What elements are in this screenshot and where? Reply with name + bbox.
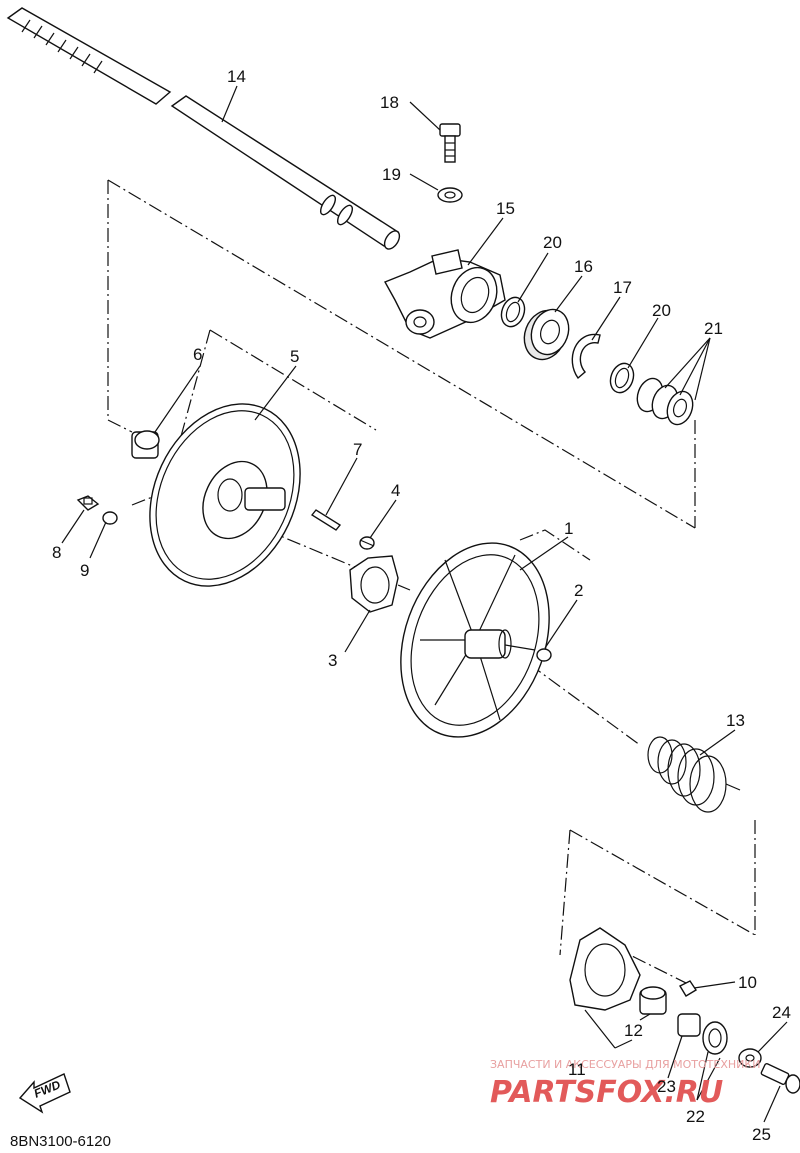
label-16: 16 bbox=[574, 257, 593, 276]
label-17: 17 bbox=[613, 278, 632, 297]
fixed-sheave-5 bbox=[149, 403, 301, 587]
washer-19 bbox=[437, 187, 463, 203]
screw-4 bbox=[359, 536, 375, 550]
watermark: ЗАПЧАСТИ И АКСЕССУАРЫ ДЛЯ МОТОТЕХНИКИ PA… bbox=[490, 1058, 760, 1110]
label-21: 21 bbox=[704, 319, 723, 338]
label-6: 6 bbox=[193, 345, 202, 364]
bearing-22 bbox=[702, 1021, 728, 1055]
fwd-arrow: FWD bbox=[18, 1073, 71, 1114]
label-13: 13 bbox=[726, 711, 745, 730]
cover-11 bbox=[569, 927, 641, 1011]
leader-lines bbox=[61, 85, 788, 1123]
label-2: 2 bbox=[574, 581, 583, 600]
watermark-top-text: ЗАПЧАСТИ И АКСЕССУАРЫ ДЛЯ МОТОТЕХНИКИ bbox=[490, 1058, 760, 1071]
stud-7 bbox=[310, 509, 342, 531]
label-19: 19 bbox=[382, 165, 401, 184]
label-3: 3 bbox=[328, 651, 337, 670]
screw-2 bbox=[536, 648, 552, 662]
label-25: 25 bbox=[752, 1125, 771, 1144]
plate-3 bbox=[349, 555, 399, 613]
bushing-12 bbox=[639, 986, 667, 1015]
label-20b: 20 bbox=[652, 301, 671, 320]
label-10: 10 bbox=[738, 973, 757, 992]
circlip-20b bbox=[609, 362, 635, 394]
label-22: 22 bbox=[686, 1107, 705, 1126]
circlip-20a bbox=[500, 296, 526, 328]
label-11: 11 bbox=[568, 1060, 586, 1079]
label-23: 23 bbox=[657, 1077, 676, 1096]
snap-ring-17 bbox=[571, 333, 601, 380]
label-5: 5 bbox=[290, 347, 299, 366]
label-7: 7 bbox=[353, 440, 362, 459]
bolt-18 bbox=[439, 123, 461, 163]
label-12: 12 bbox=[624, 1021, 643, 1040]
label-9: 9 bbox=[80, 561, 89, 580]
label-24: 24 bbox=[772, 1003, 791, 1022]
label-20a: 20 bbox=[543, 233, 562, 252]
label-15: 15 bbox=[496, 199, 515, 218]
washer-9 bbox=[102, 511, 118, 525]
label-1: 1 bbox=[564, 519, 573, 538]
movable-sheave-1 bbox=[400, 542, 550, 738]
spring-13 bbox=[647, 736, 741, 813]
spacer-23 bbox=[677, 1013, 701, 1037]
washer-24 bbox=[738, 1048, 762, 1068]
bushing-6 bbox=[131, 430, 160, 459]
label-18: 18 bbox=[380, 93, 399, 112]
bolt-25 bbox=[760, 1063, 800, 1094]
bolt-8 bbox=[76, 495, 100, 511]
assembly-lines bbox=[107, 179, 756, 986]
part-labels: 14 18 19 15 20 16 17 20 21 6 5 7 4 8 9 1… bbox=[52, 67, 791, 1144]
label-8: 8 bbox=[52, 543, 61, 562]
watermark-logo: PARTSFOX.RU bbox=[490, 1075, 723, 1110]
label-14: 14 bbox=[227, 67, 246, 86]
bolt-10 bbox=[679, 980, 697, 997]
label-4: 4 bbox=[391, 481, 400, 500]
spacers-21 bbox=[636, 377, 694, 426]
bracket-15 bbox=[384, 249, 506, 339]
diagram-code: 8BN3100-6120 bbox=[10, 1133, 111, 1150]
bearing-16 bbox=[523, 308, 570, 361]
shaft-14 bbox=[6, 7, 401, 250]
